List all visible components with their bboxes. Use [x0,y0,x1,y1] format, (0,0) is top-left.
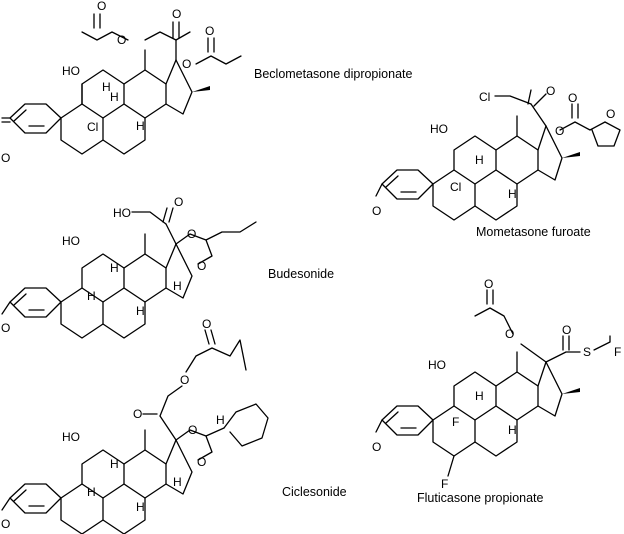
atom-label: O [182,57,191,71]
atom-label: H [136,304,145,318]
atom-label: O [372,440,381,454]
atom-label: O [606,107,615,121]
atom-label: H [508,423,517,437]
atom-label: H [110,261,119,275]
atom-label: F [452,415,459,429]
atom-label: O [133,407,142,421]
structure-fluticasone: O O O S F HO O F F H H Fluticasone propi… [372,277,621,505]
structure-mometasone: Cl O O O O HO O Cl H H Mometasone furoat… [372,84,621,239]
atom-label: O [555,124,564,138]
atom-label: H [173,279,182,293]
compound-name: Beclometasone dipropionate [254,67,412,81]
atom-label: O [187,227,196,241]
atom-label: O [197,455,206,469]
structure-budesonide: HO O O O HO O H H H H Budesonide [1,195,334,339]
atom-label: HO [428,358,446,372]
atom-label: H [87,485,96,499]
atom-label: H [216,413,225,427]
atom-label: O [172,7,181,21]
compound-name: Mometasone furoate [476,225,591,239]
atom-label: HO [430,122,448,136]
atom-label: O [117,33,126,47]
atom-label: H [136,500,145,514]
atom-label: O [188,423,197,437]
structure-beclometasone: O O O O O HO O Cl H H H Beclometasone di… [1,0,412,165]
atom-label: O [562,323,571,337]
atom-label: F [614,345,621,359]
atom-label: O [174,195,183,209]
atom-label: H [173,475,182,489]
atom-label: F [441,477,448,491]
atom-label: O [205,24,214,38]
atom-label: H [102,80,111,94]
compound-name: Budesonide [268,267,334,281]
structure-ciclesonide: O O O O O HO O H H H H H Ciclesonide [1,317,347,534]
atom-label: HO [113,206,131,220]
atom-label: O [180,373,189,387]
atom-label: Cl [479,90,490,104]
atom-label: O [1,321,10,335]
atom-label: O [1,517,10,531]
compound-name: Ciclesonide [282,485,347,499]
atom-label: HO [62,64,80,78]
atom-label: O [568,91,577,105]
atom-label: H [475,153,484,167]
atom-label: S [583,345,591,359]
atom-label: H [110,90,119,104]
atom-label: O [505,327,514,341]
atom-label: H [87,289,96,303]
atom-label: O [372,204,381,218]
atom-label: Cl [87,120,98,134]
atom-label: H [508,187,517,201]
atom-label: H [110,457,119,471]
atom-label: O [1,151,10,165]
atom-label: O [484,277,493,291]
atom-label: O [197,259,206,273]
atom-label: H [136,119,145,133]
compound-name: Fluticasone propionate [417,491,544,505]
atom-label: H [475,389,484,403]
atom-label: O [546,84,555,98]
atom-label: HO [62,430,80,444]
atom-label: Cl [450,180,461,194]
atom-label: O [97,0,106,13]
atom-label: HO [62,234,80,248]
atom-label: O [202,317,211,331]
